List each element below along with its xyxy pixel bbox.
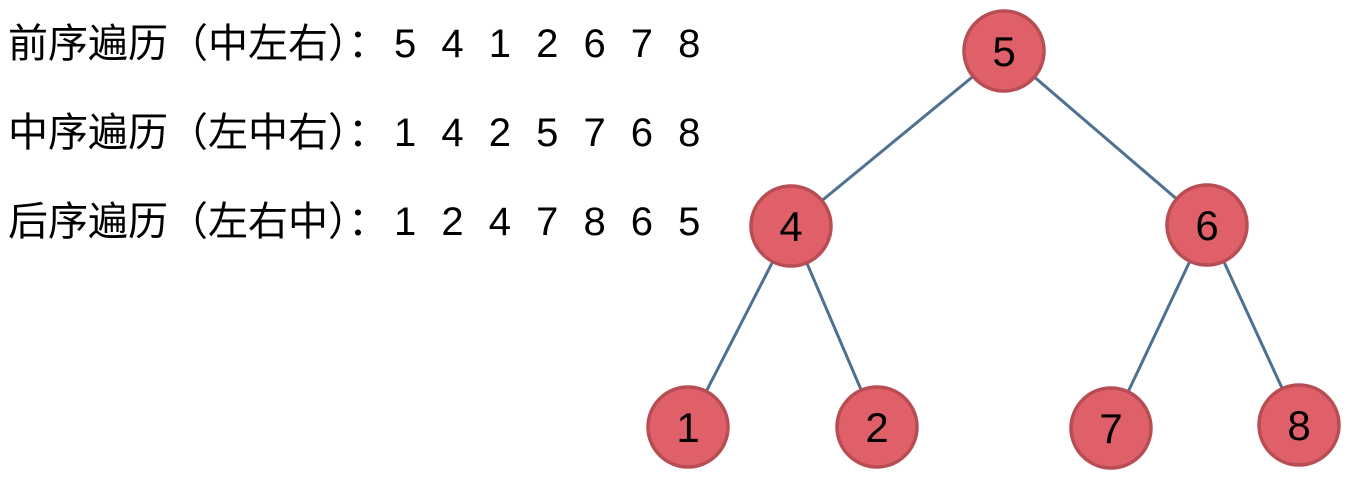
tree-node-6: 6 — [1165, 183, 1249, 267]
inorder-label: 中序遍历（左中右）： — [8, 111, 388, 155]
tree-edge-5-6 — [1003, 49, 1208, 227]
tree-edge-5-4 — [790, 49, 1005, 228]
tree-node-circle-5 — [962, 9, 1046, 93]
tree-node-circle-1 — [646, 385, 730, 469]
tree-node-1: 1 — [646, 385, 730, 469]
traversal-line-preorder: 前序遍历（中左右）：5 4 1 2 6 7 8 — [8, 22, 707, 66]
tree-node-circle-8 — [1257, 383, 1341, 467]
postorder-label: 后序遍历（左右中）： — [8, 200, 388, 244]
postorder-sequence: 1 2 4 7 8 6 5 — [394, 200, 708, 244]
preorder-label: 前序遍历（中左右）： — [8, 22, 388, 66]
tree-node-label-8: 8 — [1287, 402, 1310, 449]
tree-node-label-4: 4 — [779, 203, 802, 250]
tree-node-label-2: 2 — [865, 404, 888, 451]
tree-node-label-7: 7 — [1099, 405, 1122, 452]
traversal-line-inorder: 中序遍历（左中右）：1 4 2 5 7 6 8 — [8, 111, 707, 155]
traversal-text-block: 前序遍历（中左右）：5 4 1 2 6 7 8 中序遍历（左中右）：1 4 2 … — [8, 22, 707, 289]
tree-node-circle-6 — [1165, 183, 1249, 267]
tree-node-2: 2 — [835, 385, 919, 469]
traversal-line-postorder: 后序遍历（左右中）：1 2 4 7 8 6 5 — [8, 200, 707, 244]
tree-node-label-1: 1 — [676, 404, 699, 451]
tree-node-8: 8 — [1257, 383, 1341, 467]
tree-node-4: 4 — [749, 184, 833, 268]
tree-node-circle-2 — [835, 385, 919, 469]
tree-node-7: 7 — [1069, 386, 1153, 470]
tree-node-label-5: 5 — [992, 28, 1015, 75]
preorder-sequence: 5 4 1 2 6 7 8 — [394, 22, 708, 66]
tree-node-5: 5 — [962, 9, 1046, 93]
tree-node-label-6: 6 — [1195, 202, 1218, 249]
tree-node-circle-4 — [749, 184, 833, 268]
tree-node-circle-7 — [1069, 386, 1153, 470]
inorder-sequence: 1 4 2 5 7 6 8 — [394, 111, 708, 155]
